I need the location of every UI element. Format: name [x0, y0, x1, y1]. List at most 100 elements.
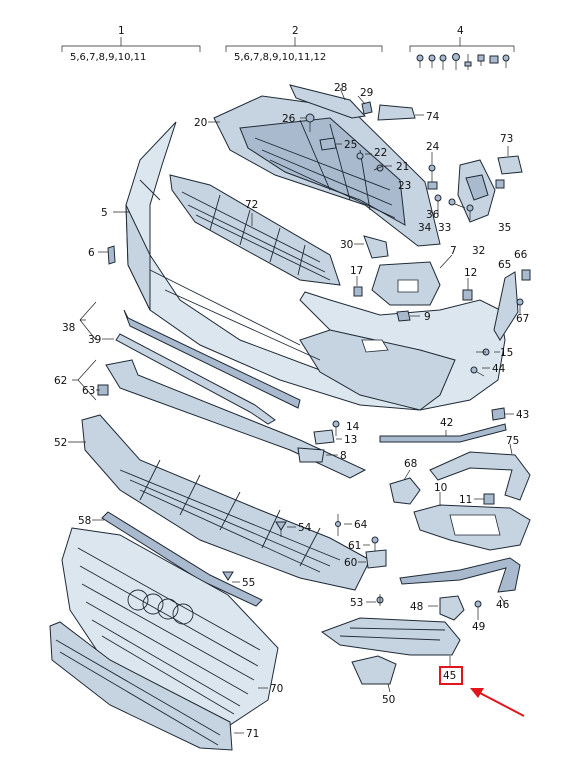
- screw-61: [371, 536, 379, 552]
- small-bracket: [319, 137, 337, 151]
- bolt-21: [373, 164, 384, 172]
- cover-50: [351, 655, 397, 685]
- label-62: 62: [54, 375, 67, 387]
- label-26: 26: [282, 113, 296, 125]
- trim-strip-46: [399, 557, 521, 593]
- clip-12: [462, 289, 473, 301]
- clip-11: [483, 493, 495, 505]
- bolt-44: [470, 366, 485, 377]
- screw-14: [332, 420, 340, 436]
- label-63: 63: [82, 385, 95, 397]
- clip-29: [361, 101, 373, 115]
- label-52: 52: [54, 437, 67, 449]
- label-67: 67: [516, 313, 529, 325]
- upper-brace: [289, 84, 367, 119]
- lamp-bracket-hole: [449, 514, 501, 536]
- bumper-cover: [125, 121, 506, 411]
- label-48: 48: [410, 601, 423, 613]
- label-17: 17: [350, 265, 363, 277]
- group-2-subparts: 5,6,7,8,9,10,11,12: [234, 52, 326, 63]
- screw-49: [474, 600, 482, 616]
- label-14: 14: [346, 421, 360, 433]
- clip-17: [353, 286, 363, 297]
- label-74: 74: [426, 111, 440, 123]
- label-75: 75: [506, 435, 519, 447]
- label-24: 24: [426, 141, 440, 153]
- label-5: 5: [101, 207, 108, 219]
- label-20: 20: [194, 117, 207, 129]
- leader-lines: [68, 87, 514, 734]
- screw-24: [428, 164, 436, 182]
- label-65: 65: [498, 259, 511, 271]
- label-28: 28: [334, 82, 347, 94]
- screw-67: [516, 298, 524, 314]
- grille-frame-71-slats: [55, 639, 221, 746]
- label-6: 6: [88, 247, 95, 259]
- label-21: 21: [396, 161, 409, 173]
- sensor-48: [439, 595, 465, 621]
- clip-63: [97, 384, 109, 396]
- label-36: 36: [426, 209, 440, 221]
- side-bracket-65: [493, 271, 519, 341]
- clip-23: [427, 181, 438, 190]
- fastener-set-icon: [416, 53, 510, 70]
- guide-bracket-inner: [465, 174, 489, 201]
- bolt-34: [434, 194, 442, 214]
- label-64: 64: [354, 519, 368, 531]
- label-10: 10: [434, 482, 447, 494]
- part-numbers: 20 5 6 26 28 29 25 22 21 74 24 73 23 36 …: [54, 82, 529, 740]
- clip-9: [396, 310, 411, 322]
- group-1-subparts: 5,6,7,8,9,10,11: [70, 52, 146, 63]
- label-60: 60: [344, 557, 357, 569]
- screw-54: [275, 521, 287, 537]
- group-header-2: 2 5,6,7,8,9,10,11,12: [225, 25, 383, 63]
- clip-43: [491, 407, 506, 421]
- label-61: 61: [348, 540, 361, 552]
- group-header-1: 1 5,6,7,8,9,10,11: [61, 25, 201, 63]
- label-29: 29: [360, 87, 373, 99]
- underbody-panel: [81, 414, 371, 591]
- bracket-30: [363, 235, 389, 259]
- label-13: 13: [344, 434, 357, 446]
- bolt-22: [356, 152, 364, 160]
- group-2-number: 2: [292, 25, 299, 37]
- label-8: 8: [340, 450, 347, 462]
- label-55: 55: [242, 577, 255, 589]
- screw-55: [222, 571, 234, 581]
- lamp-trim-75: [429, 451, 531, 501]
- screw-26: [305, 113, 315, 132]
- trim-strip-42: [379, 423, 507, 443]
- label-53: 53: [350, 597, 363, 609]
- clip-66: [521, 269, 531, 281]
- label-35: 35: [498, 222, 511, 234]
- label-42: 42: [440, 417, 453, 429]
- trim-strip-39: [115, 333, 276, 425]
- clip-35: [495, 179, 505, 189]
- label-9: 9: [424, 311, 431, 323]
- fog-light-68: [389, 477, 421, 505]
- label-71: 71: [246, 728, 259, 740]
- label-23: 23: [398, 180, 411, 192]
- bolt-15: [476, 348, 490, 356]
- label-12: 12: [464, 267, 477, 279]
- tow-eye-cover-13: [313, 429, 335, 445]
- group-1-number: 1: [118, 25, 125, 37]
- label-34: 34: [418, 222, 432, 234]
- label-54: 54: [298, 522, 312, 534]
- group-4-number: 4: [457, 25, 464, 37]
- group-header-4: 4: [409, 25, 515, 70]
- lower-mesh-grille: [169, 174, 341, 286]
- front-grille: [61, 527, 279, 726]
- label-66: 66: [514, 249, 528, 261]
- label-32: 32: [472, 245, 485, 257]
- trim-strip-38: [123, 309, 301, 409]
- audi-rings-logo: [127, 589, 194, 625]
- bracket-73: [497, 155, 523, 175]
- label-73: 73: [500, 133, 513, 145]
- label-43: 43: [516, 409, 529, 421]
- red-arrow-icon: [470, 688, 525, 717]
- label-7: 7: [450, 245, 457, 257]
- label-25: 25: [344, 139, 357, 151]
- label-33: 33: [438, 222, 451, 234]
- label-39: 39: [88, 334, 101, 346]
